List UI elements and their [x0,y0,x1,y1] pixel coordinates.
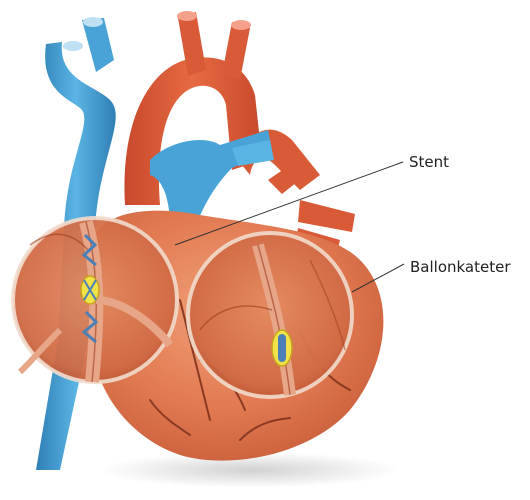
label-balloon-catheter: Ballonkateter [410,258,511,276]
magnifier-left [13,218,177,382]
label-stent: Stent [409,153,449,171]
magnifier-right [188,233,352,397]
